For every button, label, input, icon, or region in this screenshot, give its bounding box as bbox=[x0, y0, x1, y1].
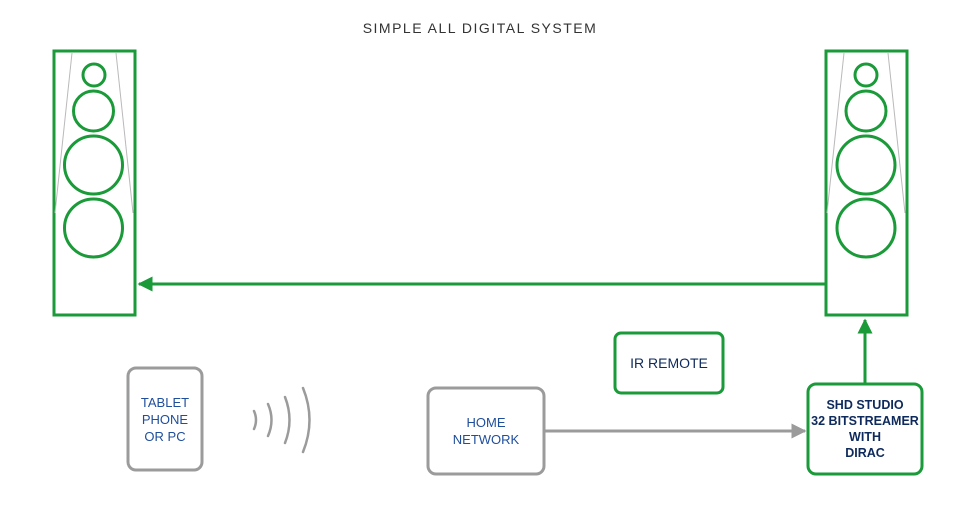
right-speaker-woofer-lower bbox=[835, 197, 897, 259]
device-label-line-2: PHONE bbox=[141, 411, 189, 427]
remote-box bbox=[613, 331, 725, 395]
remote-label-line-1: IR REMOTE bbox=[630, 354, 708, 371]
left-speaker-cabinet bbox=[52, 49, 137, 317]
wifi-arc-3 bbox=[283, 395, 291, 445]
right-speaker-cabinet bbox=[824, 49, 909, 317]
right-speaker-baffle-line-right bbox=[887, 52, 906, 214]
network-label-line-2: NETWORK bbox=[452, 432, 520, 447]
right-speaker-woofer-upper bbox=[835, 134, 897, 196]
wifi-arc-1 bbox=[252, 409, 258, 431]
left-speaker-baffle-line-right bbox=[115, 52, 134, 214]
device-label-line-1: TABLET bbox=[140, 394, 190, 410]
device-label-line-3: OR PC bbox=[144, 428, 186, 444]
device-box bbox=[126, 366, 204, 472]
network-label-line-1: HOME bbox=[466, 415, 506, 430]
remote-label: IR REMOTE bbox=[615, 333, 723, 393]
right-speaker bbox=[824, 49, 909, 317]
streamer-label-line-1: SHD STUDIO bbox=[826, 398, 904, 412]
wifi-arc-2 bbox=[266, 402, 273, 438]
streamer-label-line-3: WITH bbox=[849, 430, 881, 444]
left-speaker-woofer-upper bbox=[63, 134, 124, 196]
wifi-arc-4 bbox=[301, 386, 311, 454]
wireless-signal-icon bbox=[252, 386, 311, 454]
left-speaker-tweeter bbox=[81, 62, 107, 88]
streamer-label: SHD STUDIO 32 BITSTREAMER WITH DIRAC bbox=[808, 384, 922, 474]
left-speaker-baffle-line-left bbox=[54, 52, 73, 214]
network-box bbox=[426, 386, 546, 476]
left-speaker bbox=[52, 49, 137, 317]
right-speaker-midrange bbox=[844, 89, 888, 133]
streamer-box bbox=[806, 382, 924, 476]
left-speaker-midrange bbox=[72, 89, 115, 133]
network-label: HOME NETWORK bbox=[428, 388, 544, 474]
device-label: TABLET PHONE OR PC bbox=[128, 368, 202, 470]
right-speaker-baffle-line-left bbox=[826, 52, 845, 214]
streamer-label-line-4: DIRAC bbox=[845, 446, 885, 460]
right-speaker-tweeter bbox=[853, 62, 879, 88]
diagram-title: SIMPLE ALL DIGITAL SYSTEM bbox=[362, 20, 598, 36]
streamer-label-line-2: 32 BITSTREAMER bbox=[811, 414, 919, 428]
left-speaker-woofer-lower bbox=[63, 197, 124, 259]
